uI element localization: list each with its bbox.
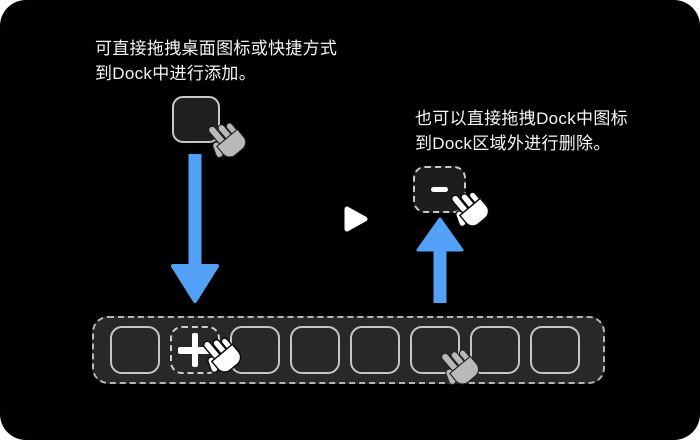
dock-slot[interactable]: [530, 326, 580, 374]
hand-cursor-icon-add: [198, 327, 246, 383]
play-icon[interactable]: [340, 204, 372, 234]
remove-instruction-line1: 也可以直接拖拽Dock中图标: [415, 109, 628, 128]
dock-bar: [92, 316, 605, 384]
drag-up-arrow-icon: [416, 217, 464, 303]
plus-icon: [178, 333, 212, 367]
add-instruction-line1: 可直接拖拽桌面图标或快捷方式: [95, 39, 338, 58]
hand-cursor-icon-remove: [446, 181, 494, 237]
minus-dock-icon[interactable]: [413, 166, 466, 213]
hand-cursor-icon-desktop: [203, 112, 251, 168]
add-instruction-line2: 到Dock中进行添加。: [95, 64, 257, 83]
add-instruction-text: 可直接拖拽桌面图标或快捷方式 到Dock中进行添加。: [95, 36, 337, 86]
remove-instruction-text: 也可以直接拖拽Dock中图标 到Dock区域外进行删除。: [415, 106, 628, 156]
dock-slot[interactable]: [110, 326, 160, 374]
desktop-icon[interactable]: [172, 96, 220, 143]
remove-instruction-line2: 到Dock区域外进行删除。: [415, 134, 611, 153]
dock-slot[interactable]: [410, 326, 460, 374]
dock-slot[interactable]: [350, 326, 400, 374]
minus-icon: [431, 187, 448, 192]
drag-down-arrow-icon: [171, 154, 219, 303]
hand-cursor-icon-dock: [436, 339, 484, 395]
dock-slot[interactable]: [470, 326, 520, 374]
dock-slot[interactable]: [290, 326, 340, 374]
